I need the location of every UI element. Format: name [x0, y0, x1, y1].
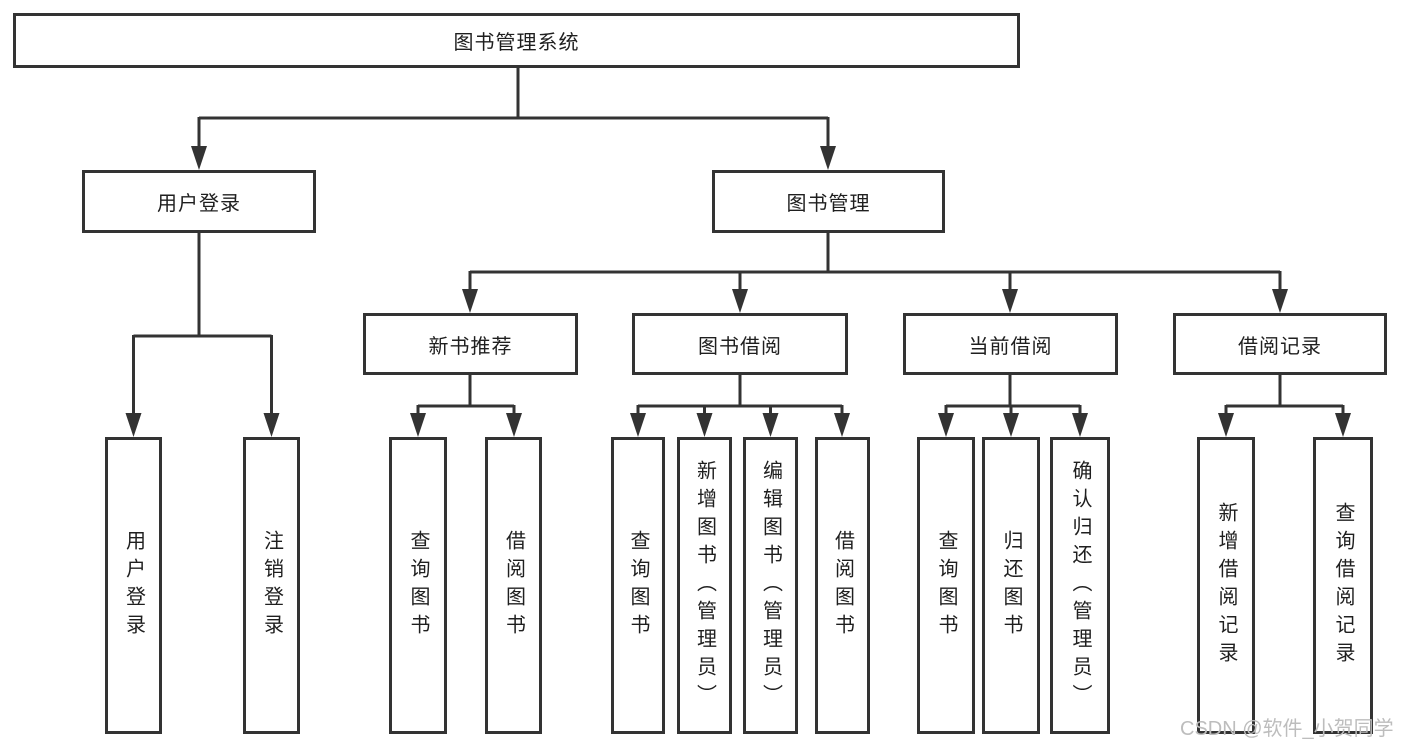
- leaf-query-book-1: 查询图书: [389, 437, 447, 734]
- leaf-edit-book-admin-label: 编辑图书（管理员）: [759, 459, 782, 712]
- node-current-borrowing: 当前借阅: [903, 313, 1118, 375]
- csdn-watermark: CSDN @软件_小贺同学: [1180, 718, 1394, 740]
- node-book-management-label: 图书管理: [786, 193, 871, 215]
- node-root: 图书管理系统: [13, 13, 1020, 68]
- leaf-query-book-1-label: 查询图书: [407, 529, 429, 642]
- leaf-borrow-book-2-label: 借阅图书: [831, 529, 854, 642]
- leaf-query-book-3: 查询图书: [917, 437, 975, 734]
- node-new-book-recommend: 新书推荐: [363, 313, 578, 375]
- leaf-query-book-3-label: 查询图书: [935, 529, 957, 642]
- node-root-label: 图书管理系统: [453, 32, 580, 54]
- leaf-add-book-admin: 新增图书（管理员）: [677, 437, 732, 734]
- node-current-borrowing-label: 当前借阅: [968, 335, 1053, 358]
- leaf-return-book-label: 归还图书: [1000, 529, 1022, 642]
- leaf-borrow-book-1-label: 借阅图书: [502, 529, 525, 642]
- node-book-management: 图书管理: [712, 170, 945, 233]
- leaf-confirm-return-admin-label: 确认归还（管理员）: [1069, 459, 1091, 712]
- leaf-user-login-label: 用户登录: [122, 529, 145, 642]
- node-user-login-label: 用户登录: [157, 193, 241, 215]
- leaf-query-borrow-record-label: 查询借阅记录: [1332, 501, 1354, 670]
- leaf-logout: 注销登录: [243, 437, 300, 734]
- leaf-query-book-2: 查询图书: [611, 437, 665, 734]
- leaf-return-book: 归还图书: [982, 437, 1040, 734]
- node-book-borrowing-label: 图书借阅: [698, 335, 782, 358]
- node-borrowing-records-label: 借阅记录: [1238, 335, 1322, 358]
- leaf-borrow-book-1: 借阅图书: [485, 437, 542, 734]
- leaf-borrow-book-2: 借阅图书: [815, 437, 870, 734]
- leaf-add-book-admin-label: 新增图书（管理员）: [693, 459, 716, 712]
- leaf-query-borrow-record: 查询借阅记录: [1313, 437, 1373, 734]
- leaf-add-borrow-record-label: 新增借阅记录: [1215, 501, 1237, 670]
- leaf-confirm-return-admin: 确认归还（管理员）: [1050, 437, 1110, 734]
- node-book-borrowing: 图书借阅: [632, 313, 848, 375]
- leaf-user-login: 用户登录: [105, 437, 162, 734]
- leaf-edit-book-admin: 编辑图书（管理员）: [743, 437, 798, 734]
- node-new-book-recommend-label: 新书推荐: [428, 335, 513, 358]
- leaf-query-book-2-label: 查询图书: [627, 529, 649, 642]
- leaf-add-borrow-record: 新增借阅记录: [1197, 437, 1255, 734]
- leaf-logout-label: 注销登录: [260, 529, 283, 642]
- node-user-login: 用户登录: [82, 170, 316, 233]
- node-borrowing-records: 借阅记录: [1173, 313, 1387, 375]
